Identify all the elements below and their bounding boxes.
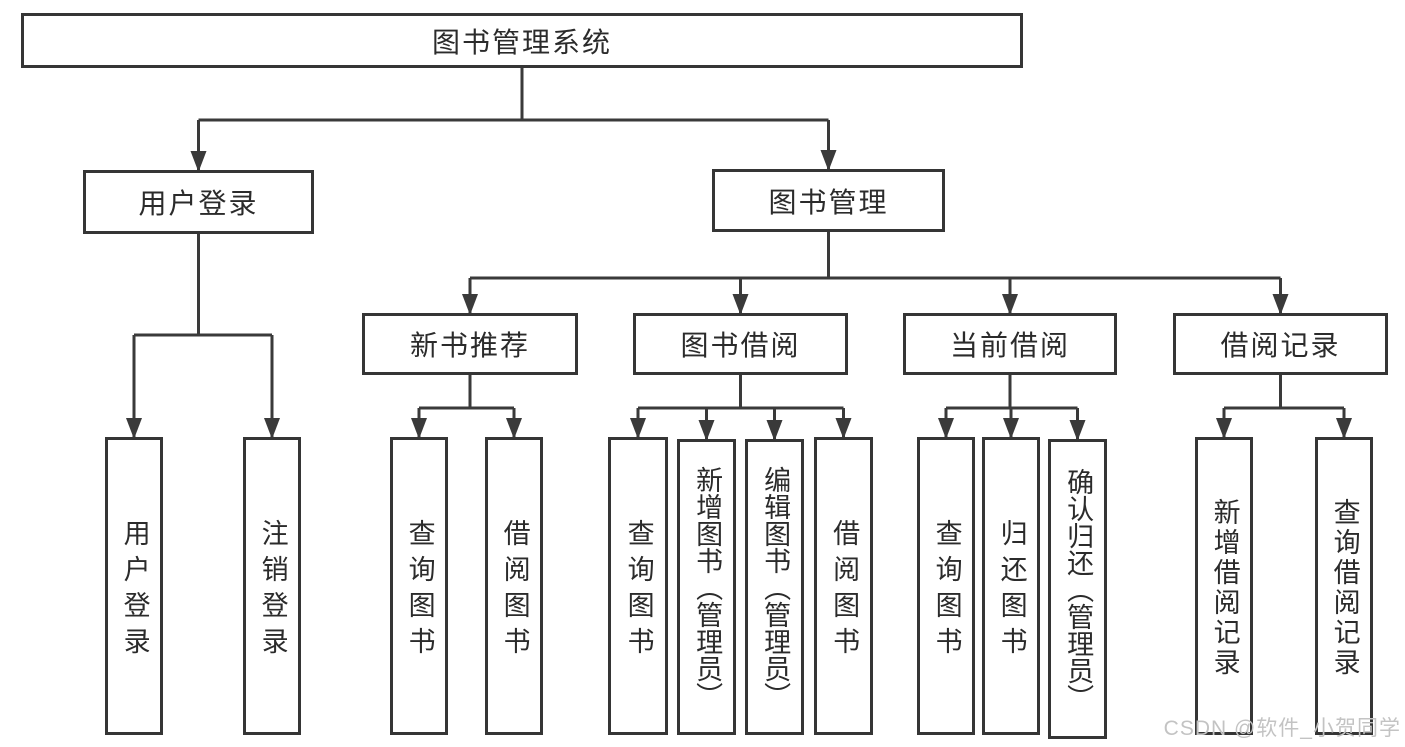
node-bb-add: 新增图书（管理员） <box>677 439 736 735</box>
node-label: 图书管理 <box>768 186 889 218</box>
node-br-query: 查询借阅记录 <box>1315 437 1373 735</box>
node-label: 归还图书 <box>996 518 1027 663</box>
node-label: 编辑图书（管理员） <box>760 465 791 709</box>
node-root: 图书管理系统 <box>21 13 1023 68</box>
node-user-login: 用户登录 <box>105 437 163 735</box>
node-label: 查询图书 <box>404 518 435 663</box>
node-label: 注销登录 <box>257 518 288 663</box>
node-cb-query: 查询图书 <box>917 437 975 735</box>
node-label: 当前借阅 <box>949 330 1070 361</box>
node-label: 借阅图书 <box>829 518 860 663</box>
node-label: 借阅图书 <box>499 518 530 663</box>
node-logout: 注销登录 <box>243 437 301 735</box>
node-nb-query: 查询图书 <box>390 437 448 735</box>
node-new-books: 新书推荐 <box>362 313 578 375</box>
node-label: 查询借阅记录 <box>1329 497 1360 678</box>
node-cb-confirm: 确认归还（管理员） <box>1048 439 1107 739</box>
node-br-add: 新增借阅记录 <box>1195 437 1253 735</box>
node-label: 图书借阅 <box>680 330 801 361</box>
node-label: 查询图书 <box>623 518 654 663</box>
node-label: 新书推荐 <box>409 330 530 361</box>
node-user-login-group: 用户登录 <box>83 170 314 234</box>
node-bb-query: 查询图书 <box>608 437 668 735</box>
node-label: 确认归还（管理员） <box>1063 467 1094 711</box>
node-book-borrow: 图书借阅 <box>633 313 848 375</box>
node-nb-borrow: 借阅图书 <box>485 437 543 735</box>
node-label: 查询图书 <box>931 518 962 663</box>
node-borrow-records: 借阅记录 <box>1173 313 1388 375</box>
node-current-borrow: 当前借阅 <box>903 313 1117 375</box>
node-bb-edit: 编辑图书（管理员） <box>745 439 804 735</box>
node-label: 借阅记录 <box>1220 330 1341 361</box>
node-label: 用户登录 <box>138 188 259 219</box>
node-bb-borrow: 借阅图书 <box>814 437 873 735</box>
node-label: 用户登录 <box>119 518 150 663</box>
node-label: 新增图书（管理员） <box>692 465 723 709</box>
node-cb-return: 归还图书 <box>982 437 1040 735</box>
node-book-mgmt: 图书管理 <box>712 169 945 232</box>
node-label: 新增借阅记录 <box>1209 497 1240 678</box>
node-label: 图书管理系统 <box>431 26 612 58</box>
